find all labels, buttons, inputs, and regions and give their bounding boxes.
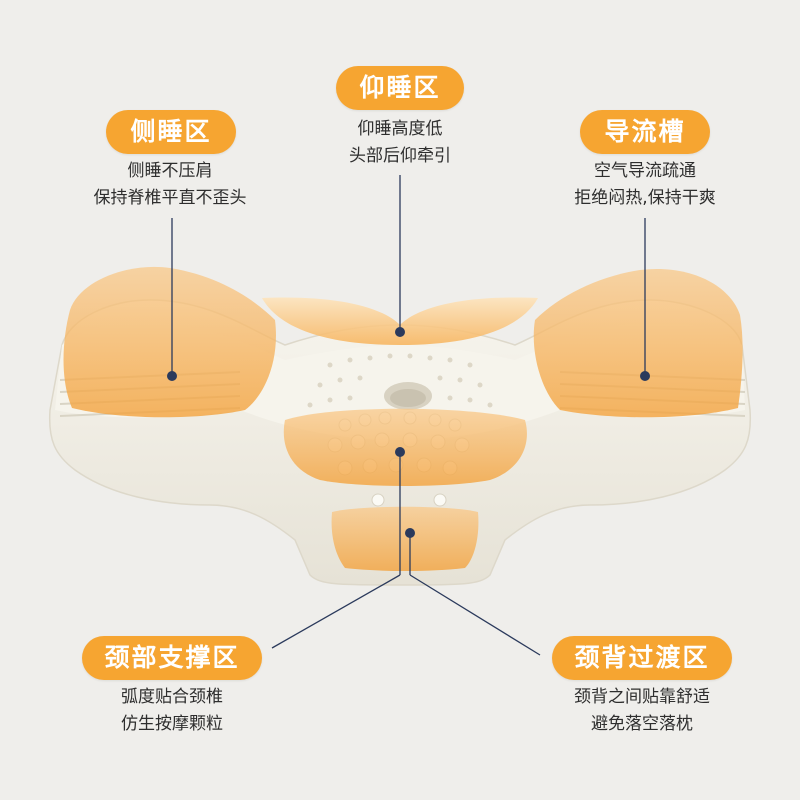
- neck-transition-desc: 颈背之间贴靠舒适 避免落空落枕: [532, 684, 752, 738]
- neck-transition-line-2: 避免落空落枕: [591, 714, 693, 734]
- neck-support-title: 颈部支撑区: [82, 636, 262, 680]
- back-sleep-title: 仰睡区: [336, 66, 464, 110]
- back-sleep-line-2: 头部后仰牵引: [349, 146, 451, 166]
- back-sleep-line-1: 仰睡高度低: [357, 119, 443, 139]
- back-sleep-desc: 仰睡高度低 头部后仰牵引: [300, 116, 500, 170]
- back-sleep-zone: [262, 297, 538, 345]
- ventilation-holes: [307, 353, 493, 408]
- side-sleep-line-1: 侧睡不压肩: [127, 161, 213, 181]
- neck-support-desc: 弧度贴合颈椎 仿生按摩颗粒: [62, 684, 282, 738]
- neck-support-zone: [283, 408, 527, 486]
- neck-transition-line-1: 颈背之间贴靠舒适: [574, 687, 710, 707]
- neck-support-line-1: 弧度贴合颈椎: [121, 687, 223, 707]
- airflow-desc: 空气导流疏通 拒绝闷热,保持干爽: [535, 158, 755, 212]
- side-sleep-title: 侧睡区: [106, 110, 236, 154]
- airflow-line-1: 空气导流疏通: [594, 161, 696, 181]
- side-sleep-line-2: 保持脊椎平直不歪头: [93, 188, 247, 208]
- side-sleep-zone-left: [63, 266, 276, 418]
- side-sleep-desc: 侧睡不压肩 保持脊椎平直不歪头: [60, 158, 280, 212]
- neck-support-line-2: 仿生按摩颗粒: [121, 714, 223, 734]
- airflow-title: 导流槽: [580, 110, 710, 154]
- neck-transition-title: 颈背过渡区: [552, 636, 732, 680]
- airflow-line-2: 拒绝闷热,保持干爽: [574, 188, 716, 208]
- leader-dots: [167, 327, 650, 538]
- airflow-zone-right: [533, 268, 743, 418]
- leader-lines: [171, 175, 646, 656]
- neck-transition-zone: [331, 506, 479, 571]
